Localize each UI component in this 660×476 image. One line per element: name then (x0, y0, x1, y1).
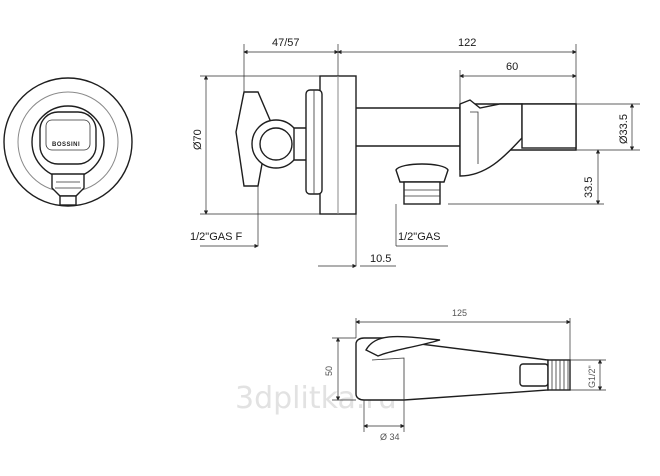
outlet-nut (403, 181, 441, 205)
hs-dim-text-thread: G1/2" (587, 365, 597, 388)
dim-text-60: 60 (506, 61, 518, 73)
front-rosette-outer (3, 77, 133, 207)
dim-text-d33-5: Ø33.5 (618, 114, 630, 144)
handshower-detail (371, 357, 405, 400)
front-view: BOSSINI (3, 77, 133, 207)
dim-text-122: 122 (458, 37, 476, 49)
front-outlet-nut (59, 195, 77, 206)
hs-dim-text-50: 50 (324, 366, 334, 376)
dim-text-47-57: 47/57 (272, 37, 300, 49)
label-inlet: 1/2"GAS F (190, 231, 242, 243)
handshower-nozzle (519, 363, 549, 387)
front-brand-label: BOSSINI (52, 142, 80, 148)
front-outlet-fitting (51, 173, 85, 197)
dim-text-33-5: 33.5 (583, 177, 595, 198)
spout-holder (459, 99, 523, 177)
handshower-connector (547, 359, 571, 391)
handshower-lever (365, 335, 441, 357)
knob-ring-inner (259, 127, 293, 161)
dim-text-d70: Ø70 (192, 129, 204, 150)
hs-dim-text-d34: Ø 34 (380, 432, 400, 442)
label-outlet: 1/2"GAS (398, 231, 440, 243)
handshower-view: 125 50 Ø 34 G1/2" (324, 308, 606, 442)
spout-holder-detail (470, 111, 479, 164)
front-knob-body (39, 111, 97, 165)
outlet-collar (395, 163, 449, 183)
side-view: 47/57 122 60 Ø70 Ø33.5 33.5 1/2"GAS F 1/… (190, 37, 640, 269)
hs-dim-text-125: 125 (452, 308, 467, 318)
front-knob-face (45, 119, 91, 151)
spout-nozzle (521, 103, 577, 149)
dim-text-10-5: 10.5 (370, 253, 391, 265)
